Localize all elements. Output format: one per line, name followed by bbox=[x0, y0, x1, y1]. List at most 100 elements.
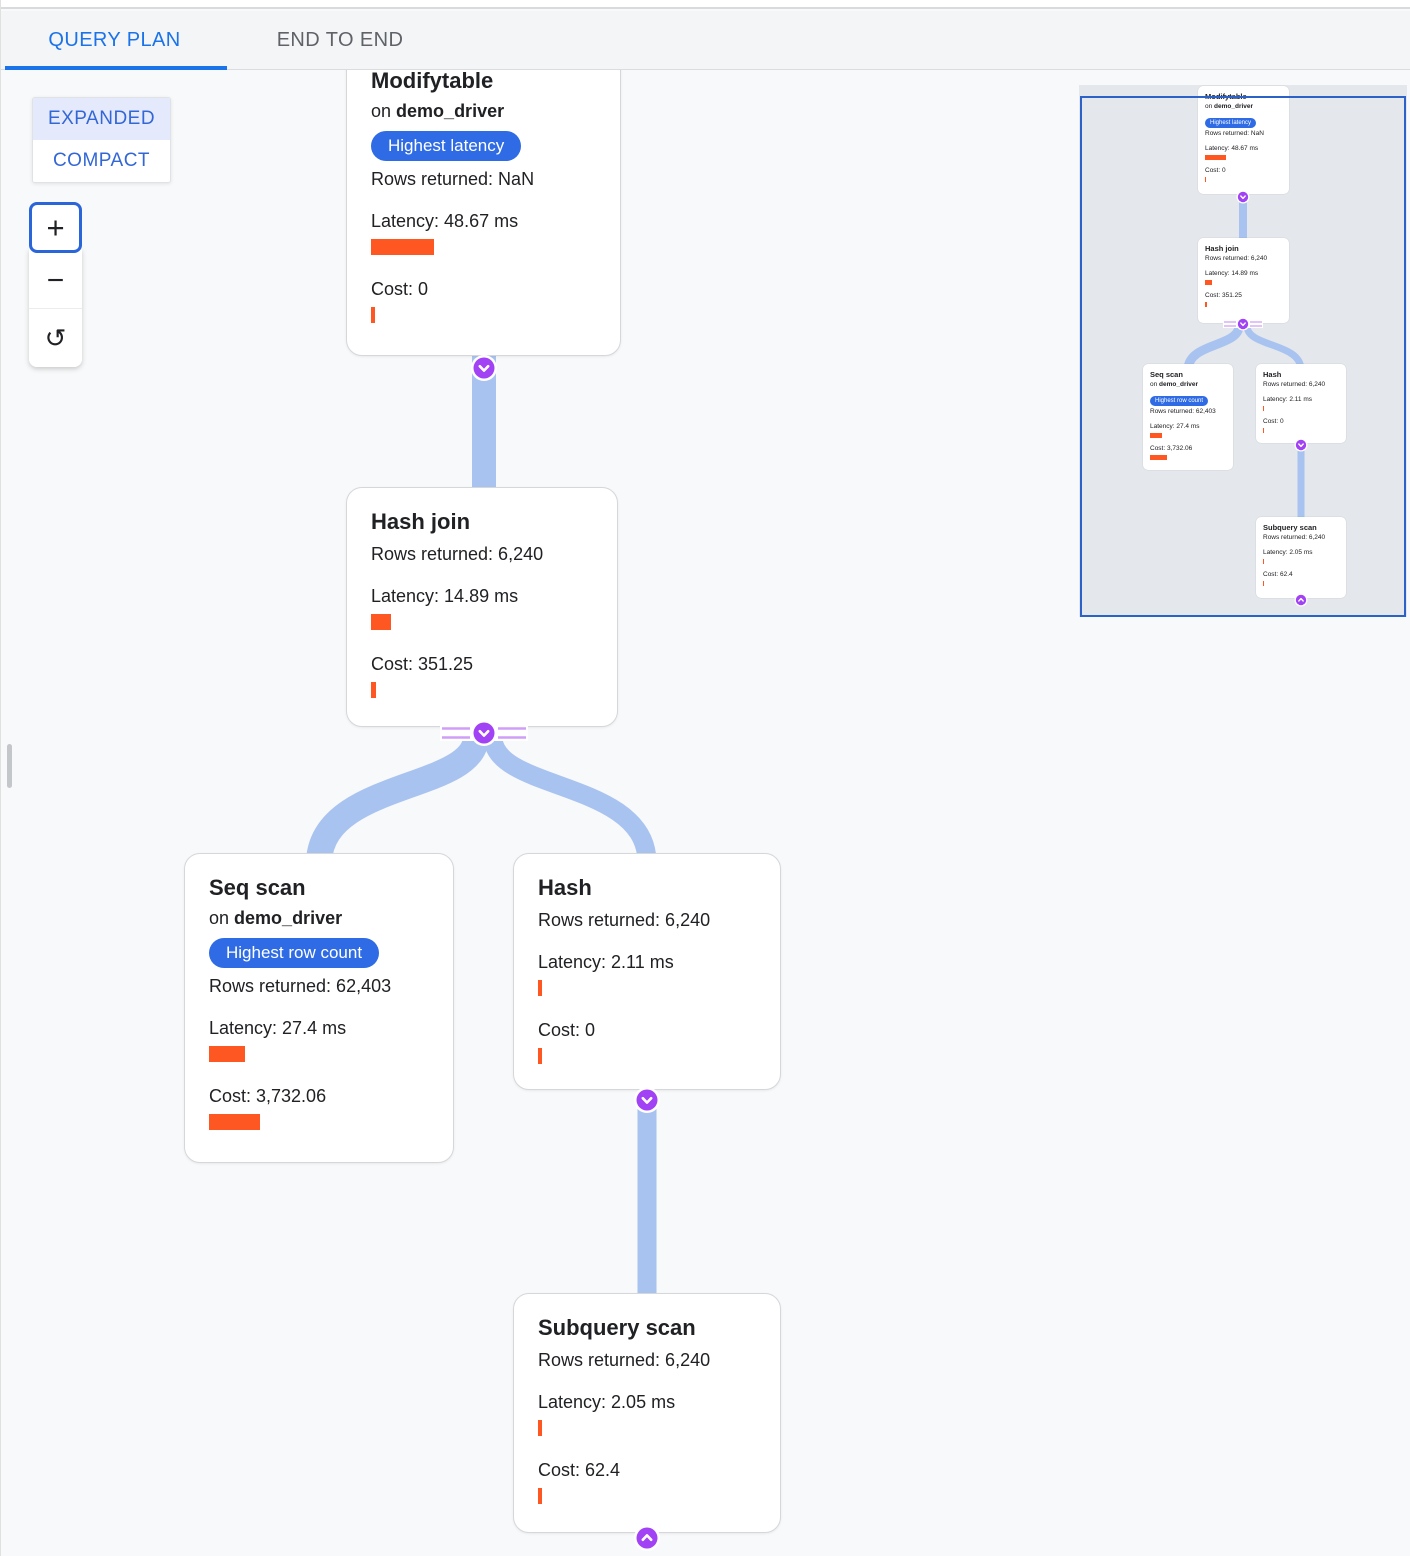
compact-label: COMPACT bbox=[52, 150, 151, 171]
node-table-line: on demo_driver bbox=[371, 99, 596, 123]
latency-bar bbox=[538, 1420, 542, 1436]
rows-returned: Rows returned: NaN bbox=[371, 169, 535, 189]
cost-bar bbox=[371, 682, 376, 698]
node-title: Subquery scan bbox=[538, 1315, 696, 1340]
zoom-lower-card: − ↺ bbox=[29, 249, 82, 367]
layout-toggle: EXPANDED COMPACT bbox=[32, 97, 171, 183]
minimap-node-modifytable: Modifytable on demo_driver Highest laten… bbox=[1198, 86, 1289, 194]
table-name: demo_driver bbox=[1159, 381, 1199, 388]
chevron-down-icon bbox=[471, 355, 497, 381]
mini-cost-bar bbox=[1263, 428, 1265, 433]
mini-cost-bar bbox=[1205, 177, 1207, 182]
query-plan-canvas[interactable]: Modifytable on demo_driver Highest laten… bbox=[1, 70, 1410, 1556]
plus-icon: + bbox=[46, 209, 65, 245]
zoom-in-button[interactable]: + bbox=[29, 202, 82, 253]
mini-table-line: on demo_driver bbox=[1150, 380, 1226, 389]
mini-latency-bar bbox=[1150, 433, 1163, 438]
mini-rows: Rows returned: 62,403 bbox=[1150, 408, 1216, 415]
vertical-scrollbar-thumb[interactable] bbox=[7, 744, 12, 788]
chevron-down-icon bbox=[634, 1087, 660, 1113]
collapse-button-modifytable[interactable] bbox=[469, 353, 499, 383]
mini-cost-bar bbox=[1150, 455, 1168, 460]
rows-returned: Rows returned: 6,240 bbox=[371, 544, 544, 564]
plan-node-subquery-scan[interactable]: Subquery scan Rows returned: 6,240 Laten… bbox=[513, 1293, 781, 1533]
latency-bar bbox=[371, 239, 434, 255]
on-prefix: on bbox=[209, 908, 230, 928]
mini-badge: Highest row count bbox=[1150, 396, 1209, 406]
mini-table-line: on demo_driver bbox=[1205, 102, 1282, 111]
mini-rows: Rows returned: 6,240 bbox=[1263, 534, 1326, 541]
on-prefix: on bbox=[1150, 381, 1158, 388]
mini-latency-bar bbox=[1263, 406, 1265, 411]
tab-end-to-end[interactable]: END TO END bbox=[228, 11, 452, 69]
cost-bar bbox=[371, 307, 375, 323]
highest-latency-badge: Highest latency bbox=[371, 131, 522, 161]
minus-icon: − bbox=[46, 263, 65, 297]
mini-cost-bar bbox=[1205, 302, 1207, 307]
plan-node-seq-scan[interactable]: Seq scan on demo_driver Highest row coun… bbox=[184, 853, 454, 1163]
mini-badge: Highest latency bbox=[1205, 118, 1257, 128]
plan-node-hash[interactable]: Hash Rows returned: 6,240 Latency: 2.11 … bbox=[513, 853, 781, 1090]
minimap[interactable]: Modifytable on demo_driver Highest laten… bbox=[1079, 85, 1407, 617]
tab-bar: QUERY PLAN END TO END bbox=[1, 11, 1410, 70]
mini-rows: Rows returned: 6,240 bbox=[1205, 255, 1268, 262]
zoom-controls: + − ↺ bbox=[29, 202, 82, 367]
cost-label: Cost: 3,732.06 bbox=[209, 1086, 327, 1106]
cost-label: Cost: 0 bbox=[371, 279, 429, 299]
cost-label: Cost: 62.4 bbox=[538, 1460, 621, 1480]
expand-button-subquery-scan[interactable] bbox=[632, 1523, 662, 1553]
on-prefix: on bbox=[371, 101, 392, 121]
minimap-node-hash: Hash Rows returned: 6,240 Latency: 2.11 … bbox=[1256, 364, 1346, 443]
mini-latency: Latency: 14.89 ms bbox=[1205, 270, 1259, 277]
mini-latency: Latency: 27.4 ms bbox=[1150, 423, 1200, 430]
table-name: demo_driver bbox=[234, 908, 343, 928]
reset-view-button[interactable]: ↺ bbox=[29, 309, 82, 367]
latency-label: Latency: 2.05 ms bbox=[538, 1392, 676, 1412]
mini-latency-bar bbox=[1205, 280, 1212, 285]
mini-title: Seq scan bbox=[1150, 370, 1183, 379]
reset-icon: ↺ bbox=[44, 322, 67, 353]
on-prefix: on bbox=[1205, 103, 1213, 110]
cost-label: Cost: 0 bbox=[538, 1020, 596, 1040]
plan-node-modifytable[interactable]: Modifytable on demo_driver Highest laten… bbox=[346, 70, 621, 356]
tab-end-to-end-label: END TO END bbox=[276, 28, 404, 51]
node-title: Hash bbox=[538, 875, 592, 900]
chevron-up-icon bbox=[634, 1525, 660, 1551]
compact-button[interactable]: COMPACT bbox=[33, 140, 170, 182]
tab-query-plan[interactable]: QUERY PLAN bbox=[1, 11, 228, 69]
zoom-out-button[interactable]: − bbox=[29, 253, 82, 309]
mini-latency: Latency: 48.67 ms bbox=[1205, 145, 1259, 152]
collapse-button-hash-join[interactable] bbox=[396, 718, 572, 748]
mini-cost-bar bbox=[1263, 581, 1265, 586]
mini-title: Subquery scan bbox=[1263, 523, 1317, 532]
mini-cost: Cost: 62.4 bbox=[1263, 571, 1293, 578]
cost-bar bbox=[538, 1048, 542, 1064]
latency-label: Latency: 27.4 ms bbox=[209, 1018, 347, 1038]
rows-returned: Rows returned: 62,403 bbox=[209, 976, 392, 996]
mini-cost: Cost: 351.25 bbox=[1205, 292, 1242, 299]
minimap-viewport[interactable] bbox=[1080, 96, 1406, 617]
minimap-node-subquery-scan: Subquery scan Rows returned: 6,240 Laten… bbox=[1256, 517, 1346, 598]
chevron-up-icon bbox=[1294, 593, 1308, 607]
node-title: Modifytable bbox=[371, 70, 494, 93]
latency-label: Latency: 14.89 ms bbox=[371, 586, 519, 606]
chevron-down-icon bbox=[440, 720, 528, 746]
cost-label: Cost: 351.25 bbox=[371, 654, 474, 674]
plan-node-hash-join[interactable]: Hash join Rows returned: 6,240 Latency: … bbox=[346, 487, 618, 727]
mini-title: Hash bbox=[1263, 370, 1282, 379]
latency-bar bbox=[209, 1046, 245, 1062]
mini-latency-bar bbox=[1205, 155, 1227, 160]
collapse-button-hash[interactable] bbox=[632, 1085, 662, 1115]
node-title: Seq scan bbox=[209, 875, 306, 900]
expanded-button[interactable]: EXPANDED bbox=[33, 98, 170, 140]
latency-bar bbox=[371, 614, 391, 630]
mini-latency-bar bbox=[1263, 559, 1265, 564]
top-divider-strip bbox=[1, 0, 1410, 9]
minimap-connector bbox=[1294, 593, 1309, 608]
latency-label: Latency: 2.11 ms bbox=[538, 952, 674, 972]
table-name: demo_driver bbox=[396, 101, 505, 121]
highest-row-count-badge: Highest row count bbox=[209, 938, 380, 968]
edge-hashjoin-seqscan bbox=[306, 735, 489, 863]
mini-cost: Cost: 3,732.06 bbox=[1150, 445, 1193, 452]
edge-hashjoin-hash bbox=[483, 736, 657, 863]
